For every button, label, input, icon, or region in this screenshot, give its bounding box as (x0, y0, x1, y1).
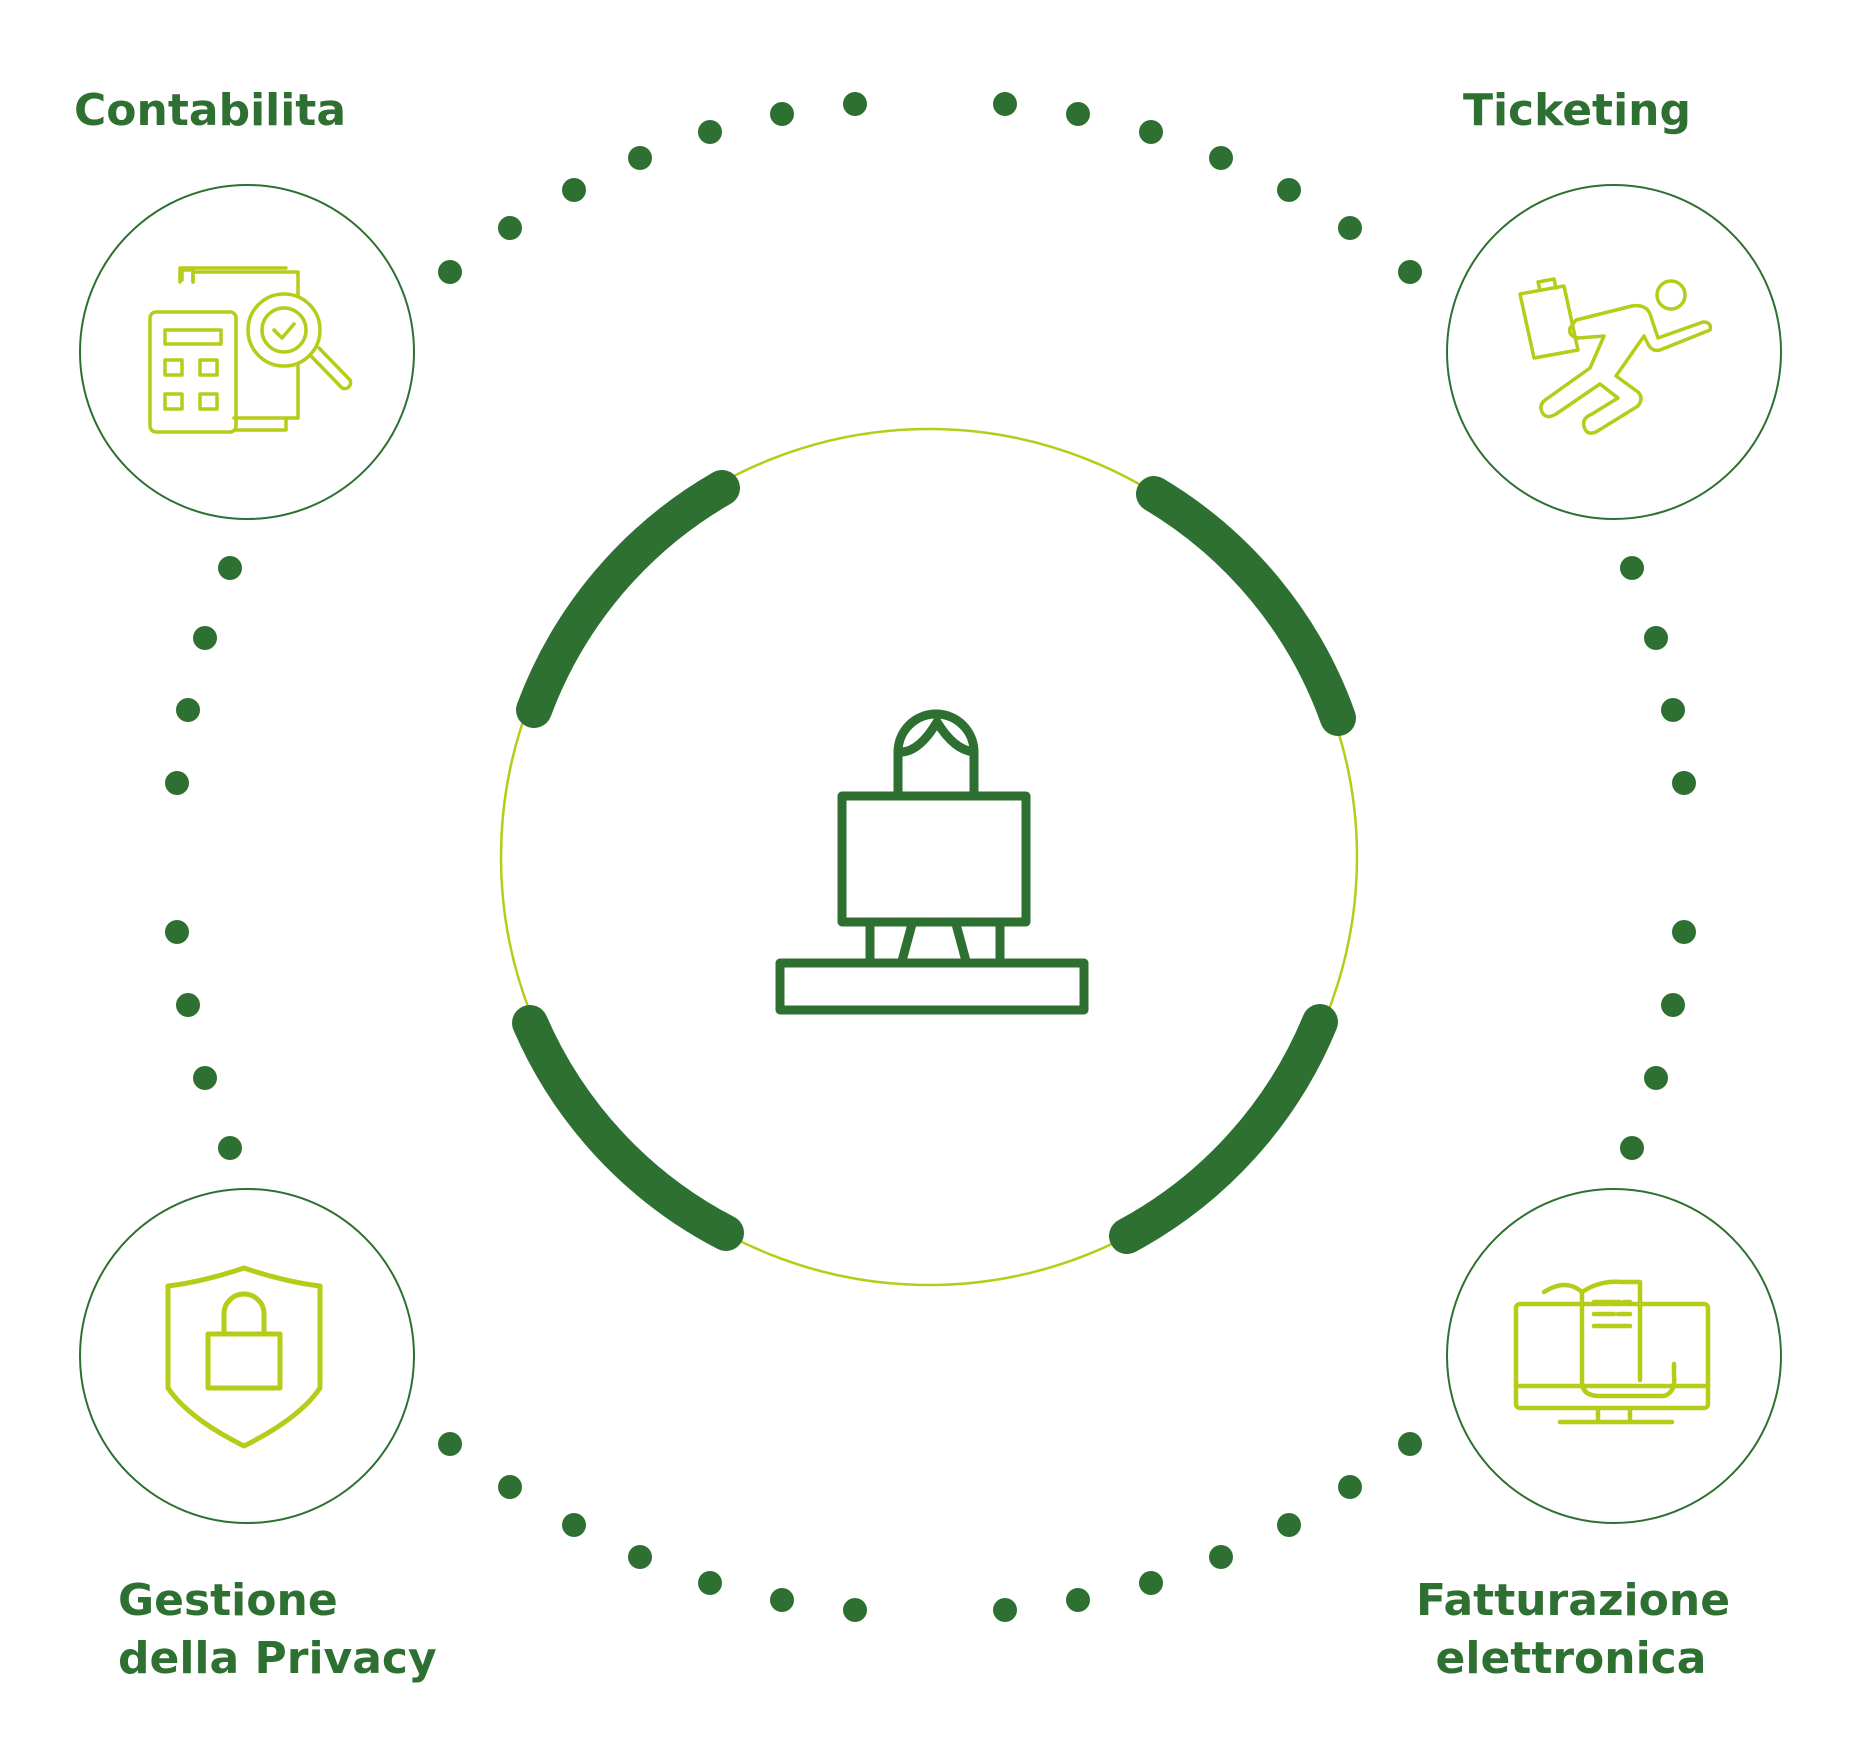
label-ticketing-text: Ticketing (1462, 85, 1691, 136)
label-fatturazione-line1: Fatturazione (1416, 1575, 1731, 1626)
connector-dot (1209, 1545, 1233, 1569)
connector-dot (193, 626, 217, 650)
connector-dot (1338, 216, 1362, 240)
connector-dot (1661, 698, 1685, 722)
connector-dot (993, 1598, 1017, 1622)
connector-dot (1277, 1513, 1301, 1537)
connector-dot (1644, 626, 1668, 650)
connector-dot (438, 260, 462, 284)
label-ticketing: Ticketing (1463, 82, 1691, 140)
monitor-invoice-icon (1513, 1279, 1711, 1425)
connector-dot (698, 1571, 722, 1595)
feature-circle-ticketing (1446, 184, 1782, 520)
center-ring (499, 427, 1359, 1287)
label-fatturazione-elettronica: Fatturazione elettronica (1416, 1572, 1731, 1688)
feature-circle-privacy (79, 1188, 415, 1524)
connector-dot (1644, 1066, 1668, 1090)
connector-dot (770, 102, 794, 126)
label-contabilita-text: Contabilita (74, 85, 347, 136)
connector-dot (770, 1588, 794, 1612)
connector-dot (1661, 993, 1685, 1017)
connector-dot (1066, 1588, 1090, 1612)
connector-dot (218, 556, 242, 580)
connector-dot (176, 993, 200, 1017)
connector-dot (1620, 556, 1644, 580)
person-at-desk-icon (775, 709, 1089, 1015)
shield-lock-icon (165, 1265, 323, 1449)
connector-dot (1620, 1136, 1644, 1160)
connector-dot (1398, 260, 1422, 284)
connector-dot (165, 920, 189, 944)
running-person-briefcase-icon (1518, 277, 1713, 435)
connector-dot (1277, 178, 1301, 202)
connector-dot (1338, 1475, 1362, 1499)
connector-dot (438, 1432, 462, 1456)
connector-dot (698, 120, 722, 144)
connector-dot (165, 771, 189, 795)
connector-dot (843, 92, 867, 116)
connector-dot (843, 1598, 867, 1622)
connector-dot (498, 1475, 522, 1499)
connector-dot (1066, 102, 1090, 126)
feature-circle-contabilita (79, 184, 415, 520)
connector-dot (1139, 120, 1163, 144)
connector-dot (628, 146, 652, 170)
dotted-connectors (165, 92, 1696, 1622)
connector-dot (193, 1066, 217, 1090)
connector-dot (1398, 1432, 1422, 1456)
connector-dot (993, 92, 1017, 116)
connector-dot (498, 216, 522, 240)
connector-dot (1672, 920, 1696, 944)
connector-dot (1139, 1571, 1163, 1595)
connector-dot (218, 1136, 242, 1160)
connector-dot (1672, 771, 1696, 795)
label-contabilita: Contabilita (74, 82, 346, 140)
label-privacy-line2: della Privacy (118, 1633, 437, 1684)
accounting-calculator-icon (148, 266, 353, 434)
center-ring-arcs (512, 470, 1356, 1254)
connector-dot (1209, 146, 1233, 170)
connector-dot (562, 178, 586, 202)
connector-dot (176, 698, 200, 722)
label-gestione-privacy: Gestione della Privacy (118, 1572, 437, 1688)
feature-circle-fatturazione (1446, 1188, 1782, 1524)
connector-dot (628, 1545, 652, 1569)
connector-dot (562, 1513, 586, 1537)
label-privacy-line1: Gestione (118, 1575, 338, 1626)
label-fatturazione-line2: elettronica (1435, 1633, 1707, 1684)
